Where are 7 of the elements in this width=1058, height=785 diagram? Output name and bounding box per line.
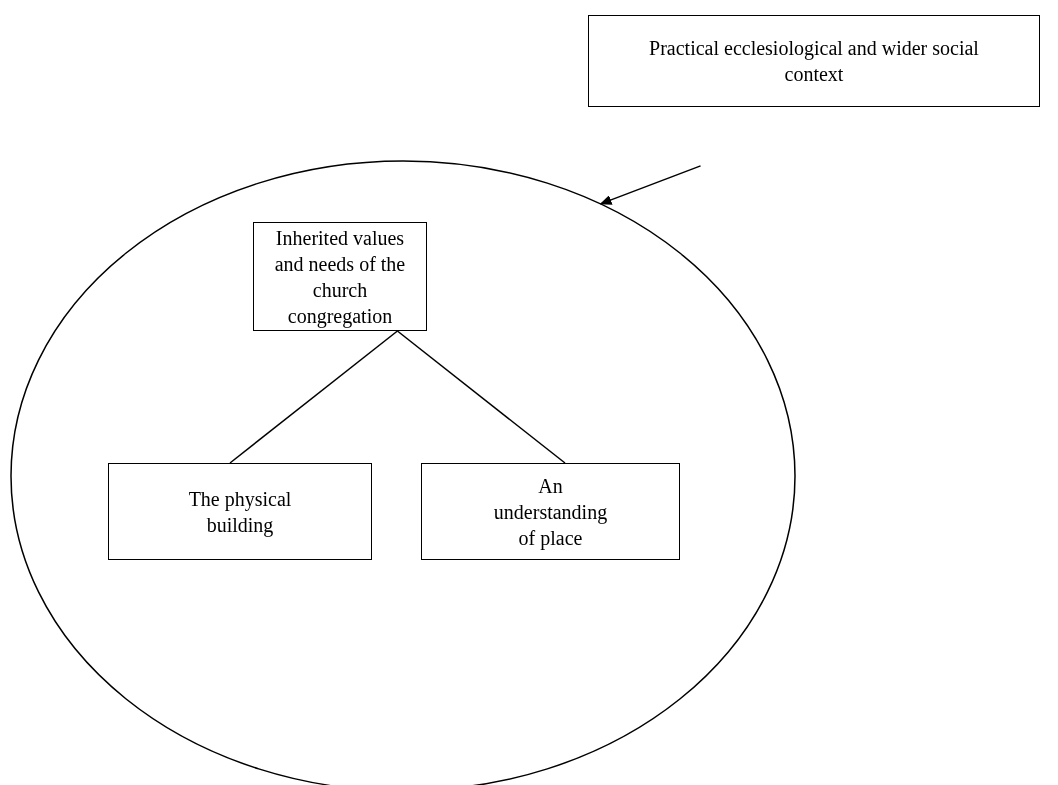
arrow — [599, 165, 702, 205]
text-box: The physical building — [108, 463, 372, 560]
connector-line — [229, 330, 399, 464]
text-box: An understanding of place — [421, 463, 680, 560]
connector-line — [396, 330, 566, 464]
text-box: Inherited values and needs of the church congregation — [253, 222, 427, 331]
text-box: Practical ecclesiological and wider social context — [588, 15, 1040, 107]
